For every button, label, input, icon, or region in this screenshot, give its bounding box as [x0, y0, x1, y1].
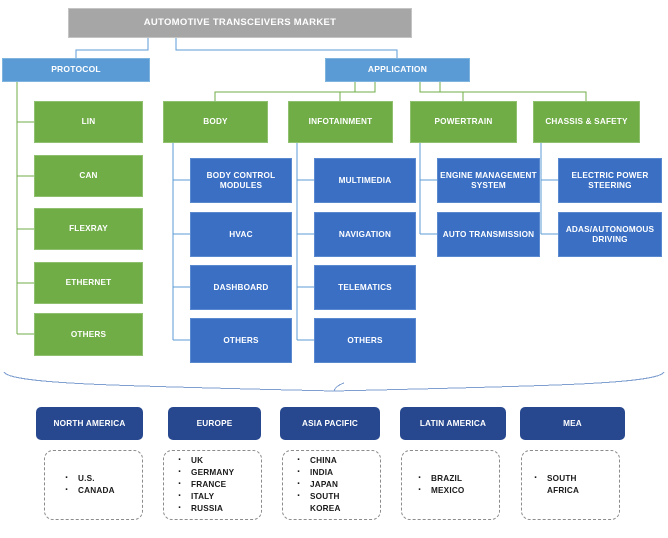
- list-item: CHINA: [297, 454, 341, 467]
- list-item: SOUTH KOREA: [297, 490, 341, 515]
- region-countries-north-america: U.S. CANADA: [44, 450, 143, 520]
- list-item: SOUTH AFRICA: [534, 472, 579, 497]
- application-category-powertrain[interactable]: POWERTRAIN: [410, 101, 517, 143]
- application-category-chassis-safety[interactable]: CHASSIS & SAFETY: [533, 101, 640, 143]
- region-header-mea[interactable]: MEA: [520, 407, 625, 440]
- country-list: CHINA INDIA JAPAN SOUTH KOREA: [283, 454, 341, 515]
- list-item: GERMANY: [178, 466, 234, 479]
- connector-body-items: [172, 143, 190, 341]
- list-item: FRANCE: [178, 478, 234, 491]
- list-item: ITALY: [178, 490, 234, 503]
- region-countries-latin-america: BRAZIL MEXICO: [401, 450, 500, 520]
- region-countries-europe: UK GERMANY FRANCE ITALY RUSSIA: [163, 450, 262, 520]
- list-item: U.S.: [65, 472, 115, 485]
- branch-protocol[interactable]: PROTOCOL: [2, 58, 150, 82]
- list-item: CANADA: [65, 484, 115, 497]
- list-item: BRAZIL: [418, 472, 465, 485]
- protocol-item-flexray[interactable]: FLEXRAY: [34, 208, 143, 250]
- body-item-body-control-modules[interactable]: BODY CONTROL MODULES: [190, 158, 292, 203]
- region-header-latin-america[interactable]: LATIN AMERICA: [400, 407, 506, 440]
- infotainment-item-telematics[interactable]: TELEMATICS: [314, 265, 416, 310]
- region-countries-asia-pacific: CHINA INDIA JAPAN SOUTH KOREA: [282, 450, 381, 520]
- connector-chassis-items: [540, 143, 558, 235]
- connector-powertrain-items: [419, 143, 437, 235]
- infotainment-item-multimedia[interactable]: MULTIMEDIA: [314, 158, 416, 203]
- application-category-body[interactable]: BODY: [163, 101, 268, 143]
- protocol-item-others[interactable]: OTHERS: [34, 313, 143, 356]
- country-list: UK GERMANY FRANCE ITALY RUSSIA: [164, 454, 234, 515]
- region-header-north-america[interactable]: NORTH AMERICA: [36, 407, 143, 440]
- infotainment-item-others[interactable]: OTHERS: [314, 318, 416, 363]
- list-item: UK: [178, 454, 234, 467]
- chassis-item-adas-autonomous-driving[interactable]: ADAS/AUTONOMOUS DRIVING: [558, 212, 662, 257]
- infotainment-item-navigation[interactable]: NAVIGATION: [314, 212, 416, 257]
- body-item-others[interactable]: OTHERS: [190, 318, 292, 363]
- diagram-title: AUTOMOTIVE TRANSCEIVERS MARKET: [68, 8, 412, 38]
- application-category-infotainment[interactable]: INFOTAINMENT: [288, 101, 393, 143]
- connector-infotainment-items: [296, 143, 314, 341]
- connector-title-branches: [75, 38, 398, 58]
- region-sweep-curve: [3, 371, 665, 392]
- protocol-item-ethernet[interactable]: ETHERNET: [34, 262, 143, 304]
- body-item-hvac[interactable]: HVAC: [190, 212, 292, 257]
- protocol-item-can[interactable]: CAN: [34, 155, 143, 197]
- protocol-item-lin[interactable]: LIN: [34, 101, 143, 143]
- country-list: SOUTH AFRICA: [522, 472, 579, 497]
- region-header-asia-pacific[interactable]: ASIA PACIFIC: [280, 407, 380, 440]
- country-list: BRAZIL MEXICO: [402, 472, 465, 497]
- list-item: RUSSIA: [178, 502, 234, 515]
- body-item-dashboard[interactable]: DASHBOARD: [190, 265, 292, 310]
- chassis-item-electric-power-steering[interactable]: ELECTRIC POWER STEERING: [558, 158, 662, 203]
- connector-application-categories: [214, 82, 587, 101]
- connector-protocol-items: [16, 82, 34, 335]
- powertrain-item-engine-management-system[interactable]: ENGINE MANAGEMENT SYSTEM: [437, 158, 540, 203]
- country-list: U.S. CANADA: [45, 472, 115, 497]
- branch-application[interactable]: APPLICATION: [325, 58, 470, 82]
- powertrain-item-auto-transmission[interactable]: AUTO TRANSMISSION: [437, 212, 540, 257]
- list-item: JAPAN: [297, 478, 341, 491]
- region-header-europe[interactable]: EUROPE: [168, 407, 261, 440]
- list-item: INDIA: [297, 466, 341, 479]
- list-item: MEXICO: [418, 484, 465, 497]
- region-countries-mea: SOUTH AFRICA: [521, 450, 620, 520]
